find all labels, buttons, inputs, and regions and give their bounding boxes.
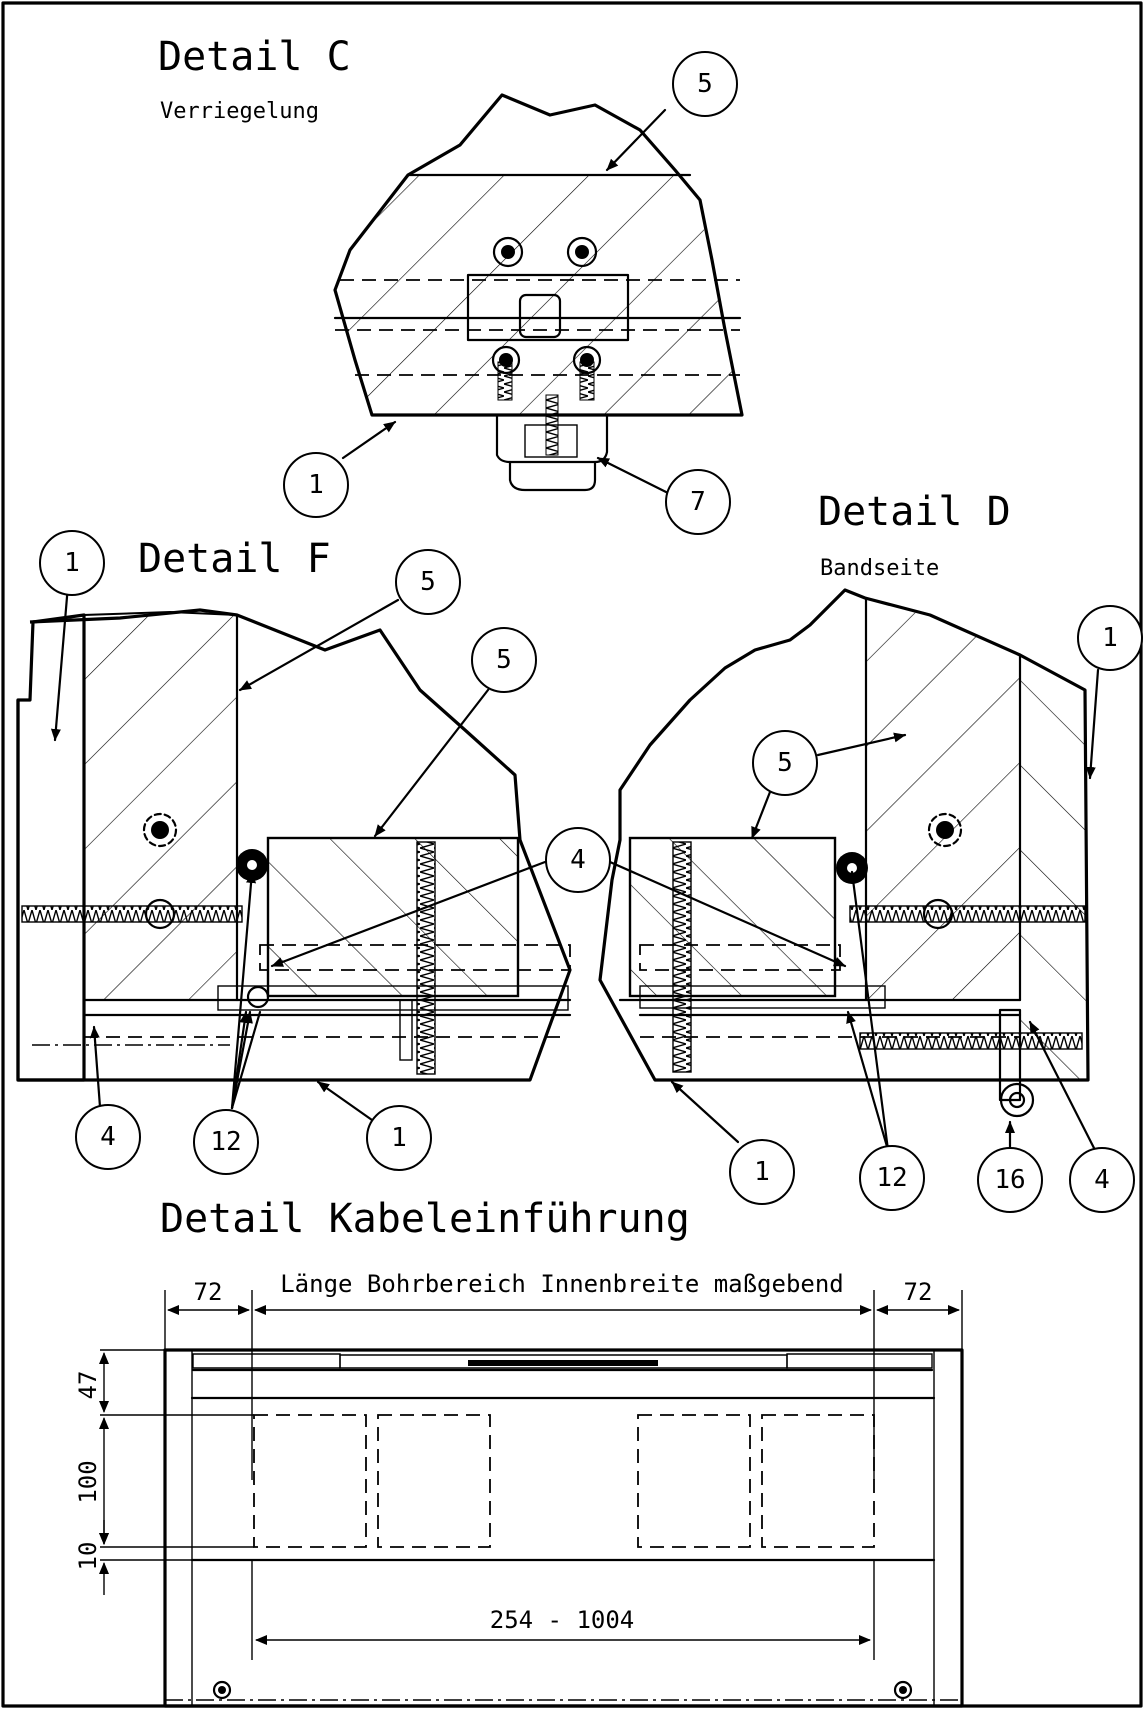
detail-d-seal-strip [639,985,886,1009]
detail-c: Detail C Verriegelung 5 1 7 [158,34,744,535]
detail-c-lock-slot [518,293,562,339]
callout-label: 12 [210,1127,241,1157]
callout-label: 1 [754,1157,770,1187]
detail-f-screw-horizontal [21,905,243,923]
callout-label: 4 [100,1122,116,1152]
detail-d-block [628,836,837,998]
dim-h-10: 10 [74,1542,102,1571]
detail-f-frame-profile [16,613,86,1082]
callout-label: 5 [420,567,436,597]
dim-right-72: 72 [904,1278,933,1306]
detail-f-outline [16,608,572,1082]
detail-f-screw-vertical [416,841,436,1075]
detail-d-hinge-knuckle [999,1082,1035,1118]
callout-bubble [859,1145,925,1211]
detail-c-subtitle: Verriegelung [160,99,319,124]
detail-d-title: Detail D [818,489,1011,535]
detail-d-subtitle: Bandseite [820,556,939,581]
detail-f-seal-strip [217,985,569,1011]
callout-bubble [283,452,349,518]
detail-f: Detail F 1 5 5 [16,530,847,1175]
detail-c-lock-bolt [508,460,597,492]
callout-bubble [39,530,105,596]
dim-left-72: 72 [194,1278,223,1306]
cutout-1 [253,1414,367,1548]
callout-bubble [672,51,738,117]
kabel-housing [163,1348,964,1708]
detail-kabel: Detail Kabeleinführung 72 Länge Bohrbere… [74,1196,964,1708]
detail-kabel-title: Detail Kabeleinführung [160,1196,690,1242]
callout-bubble [545,827,611,893]
callout-bubble [752,730,818,796]
cutout-2 [377,1414,491,1548]
dim-range: 254 - 1004 [490,1606,635,1634]
callout-bubble [977,1147,1043,1213]
detail-c-lock-housing [495,413,609,464]
detail-c-screw-1 [492,236,524,268]
dim-h-47: 47 [74,1371,102,1400]
callout-label: 4 [1094,1165,1110,1195]
detail-c-lock-plate [466,273,630,342]
callout-label: 1 [1102,623,1118,653]
callout-label: 1 [308,470,324,500]
detail-f-screw-head [142,812,178,848]
callout-label: 5 [777,748,793,778]
callout-bubble [395,549,461,615]
detail-d: Detail D Bandseite 1 5 [598,489,1143,1213]
detail-d-screw-vertical [672,841,692,1073]
detail-d-hinge-screw [859,1032,1083,1050]
mounting-hole-left [212,1680,232,1700]
detail-d-outline [598,588,1090,1082]
detail-d-screw-head [927,812,963,848]
callout-label: 5 [697,69,713,99]
callout-label: 16 [994,1165,1025,1195]
callout-label: 7 [690,487,706,517]
dim-bohrbereich: Länge Bohrbereich Innenbreite maßgebend [280,1270,844,1298]
detail-d-screw-horizontal [849,905,1086,923]
mounting-hole-right [893,1680,913,1700]
callout-label: 4 [570,845,586,875]
callout-label: 5 [496,645,512,675]
cutout-3 [637,1414,751,1548]
detail-d-door-leaf [866,605,1020,1000]
detail-c-screw-2 [566,236,598,268]
callout-bubble [75,1104,141,1170]
callout-bubble [471,627,537,693]
dim-h-100: 100 [74,1460,102,1503]
callout-label: 1 [64,548,80,578]
callout-bubble [193,1109,259,1175]
detail-c-title: Detail C [158,34,351,80]
detail-f-title: Detail F [138,536,331,582]
callout-label: 12 [876,1163,907,1193]
callout-bubble [366,1105,432,1171]
callout-bubble [1069,1147,1135,1213]
cutout-4 [761,1414,875,1548]
detail-f-block [266,836,520,998]
callout-label: 1 [391,1123,407,1153]
callout-bubble [665,469,731,535]
callout-bubble [1077,605,1143,671]
detail-d-frame-profile [1020,655,1088,1080]
callout-bubble [729,1139,795,1205]
